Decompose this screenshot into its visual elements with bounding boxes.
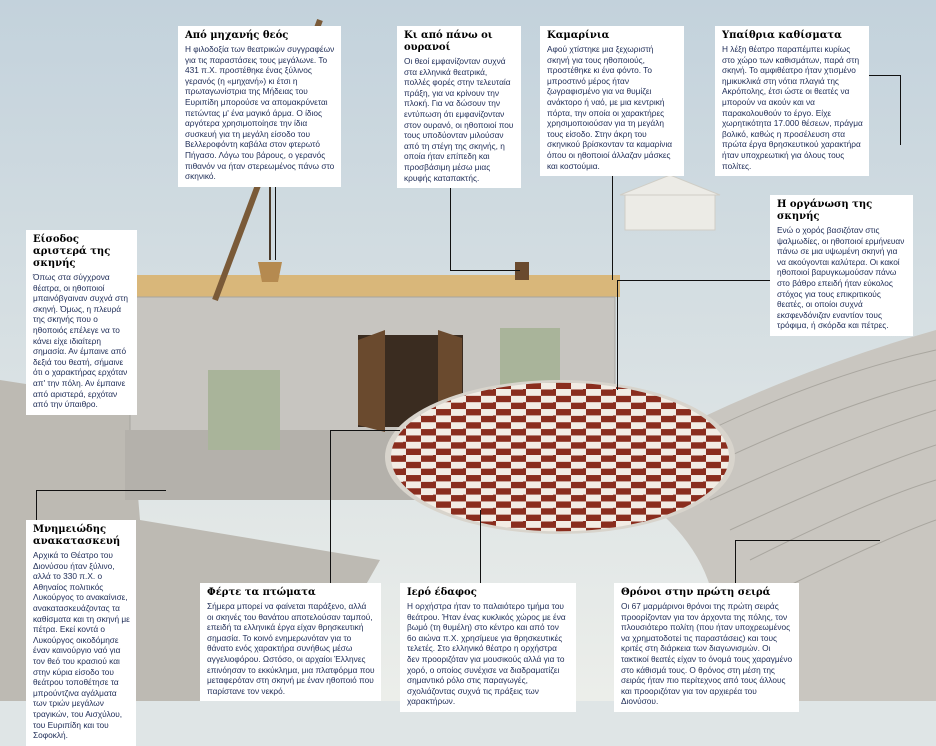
callout-title: Είσοδος αριστερά της σκηνής <box>33 234 111 269</box>
connector-line <box>735 540 736 583</box>
callout-body: Σήμερα μπορεί να φαίνεται παράξενο, αλλά… <box>207 601 375 696</box>
callout-sacred-ground: Ιερό έδαφος Η ορχήστρα ήταν το παλαιότερο… <box>400 583 576 712</box>
callout-machine: Από μηχανής θεός Η φιλοδοξία των θεατρικώ… <box>178 26 341 187</box>
callout-body: Όπως στα σύγχρονα θέατρα, οι ηθοποιοί μπ… <box>33 272 129 410</box>
callout-body: Ενώ ο χορός βασιζόταν στις ψαλμωδίες, οι… <box>777 225 905 331</box>
callout-open-air-seats: Υπαίθρια καθίσματα Η λέξη θέατρο παραπέμπ… <box>715 26 869 177</box>
callout-title: Από μηχανής θεός <box>185 30 289 41</box>
seat-rows <box>649 349 936 601</box>
left-painting <box>208 370 280 450</box>
orchestra-floor <box>385 380 735 534</box>
connector-line <box>36 490 166 491</box>
connector-line <box>868 75 900 76</box>
trapdoor-ladder <box>515 262 529 280</box>
callout-title: Κι από πάνω οι ουρανοί <box>404 30 493 53</box>
callout-front-row-thrones: Θρόνοι στην πρώτη σειρά Οι 67 μαρμάρινοι … <box>614 583 799 712</box>
callout-body: Η ορχήστρα ήταν το παλαιότερο τμήμα του … <box>407 601 566 707</box>
connector-line <box>450 132 451 270</box>
callout-body: Οι 67 μαρμάρινοι θρόνοι της πρώτη σειράς… <box>621 601 793 707</box>
right-seating <box>600 330 936 701</box>
callout-body: Η λέξη θέατρο παραπέμπει κυρίως στο χώρο… <box>722 44 863 171</box>
connector-line <box>617 280 770 281</box>
callout-body: Αφού χτίστηκε μια ξεχωριστή σκηνή για το… <box>547 44 673 171</box>
door-left-leaf <box>358 330 385 432</box>
connector-line <box>330 430 400 431</box>
connector-line <box>275 140 276 260</box>
callout-title: Υπαίθρια καθίσματα <box>722 30 842 41</box>
callout-body: Αρχικά το Θέατρο του Διονύσου ήταν ξύλιν… <box>33 550 130 741</box>
crane-basket <box>258 262 282 282</box>
connector-line <box>735 540 880 541</box>
stage-roof <box>130 275 620 297</box>
connector-line <box>900 75 901 145</box>
callout-title: Μνημειώδης ανακατασκευή <box>33 524 121 547</box>
connector-line <box>330 430 331 583</box>
callout-title: Καμαρίνια <box>547 30 610 41</box>
connector-line <box>480 510 481 583</box>
callout-body: Οι θεοί εμφανίζονταν συχνά στα ελληνικά … <box>404 56 514 183</box>
callout-heavens: Κι από πάνω οι ουρανοί Οι θεοί εμφανίζοντ… <box>397 26 521 189</box>
connector-line <box>450 270 520 271</box>
callout-title: Φέρτε τα πτώματα <box>207 587 316 598</box>
callout-body: Η φιλοδοξία των θεατρικών συγγραφέων για… <box>185 44 335 182</box>
callout-title: Η οργάνωση της σκηνής <box>777 199 873 222</box>
distant-temple <box>619 174 721 231</box>
connector-line <box>612 130 613 280</box>
callout-title: Θρόνοι στην πρώτη σειρά <box>621 587 771 598</box>
connector-line <box>617 280 618 390</box>
connector-line <box>36 490 37 520</box>
callout-title: Ιερό έδαφος <box>407 587 477 598</box>
